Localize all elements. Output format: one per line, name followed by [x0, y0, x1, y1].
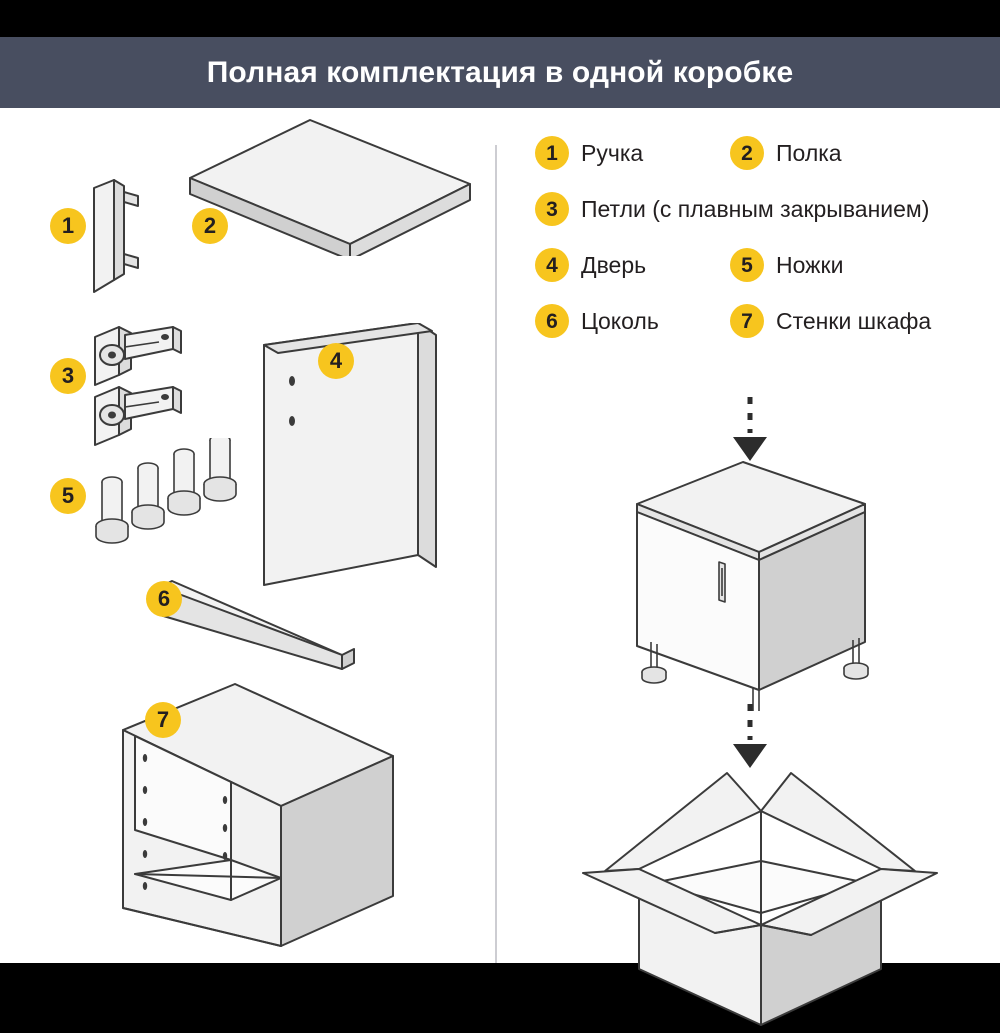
legend-label-2: Полка [776, 139, 842, 166]
legend-item-3: 3 Петли (с плавным закрыванием) [535, 192, 929, 226]
part-hinges-illustration [94, 326, 182, 446]
legend-item-1: 1 Ручка [535, 136, 643, 170]
assembled-cabinet-illustration [636, 461, 869, 711]
legend-badge-6: 6 [535, 304, 569, 338]
legend-list: 1 Ручка 2 Полка 3 Петли (с плавным закры… [495, 108, 1000, 368]
assembly-column: 1 Ручка 2 Полка 3 Петли (с плавным закры… [495, 108, 1000, 1026]
legend-item-7: 7 Стенки шкафа [730, 304, 931, 338]
legend-label-3: Петли (с плавным закрыванием) [581, 195, 930, 222]
legend-label-4: Дверь [581, 251, 647, 278]
part-door-illustration [263, 323, 437, 586]
parts-illustration-column: 1 2 [0, 108, 495, 963]
legend-badge-3: 3 [535, 192, 569, 226]
flow-arrow-down-icon-2 [733, 704, 767, 768]
legend-label-7: Стенки шкафа [776, 307, 932, 334]
part-marker-2: 2 [192, 208, 228, 244]
column-divider [495, 145, 497, 963]
cardboard-box-illustration [582, 772, 938, 1026]
part-plinth-illustration [159, 580, 355, 670]
part-handle-illustration [93, 179, 139, 293]
letterbox-top-bar [0, 0, 1000, 37]
legend-label-5: Ножки [776, 251, 844, 278]
part-marker-5: 5 [50, 478, 86, 514]
legend-badge-2: 2 [730, 136, 764, 170]
legend-item-2: 2 Полка [730, 136, 842, 170]
part-marker-3: 3 [50, 358, 86, 394]
legend-badge-1: 1 [535, 136, 569, 170]
part-marker-7: 7 [145, 702, 181, 738]
part-marker-6: 6 [146, 581, 182, 617]
legend-label-1: Ручка [581, 139, 644, 166]
part-shelf-illustration [189, 119, 471, 256]
legend-item-4: 4 Дверь [535, 248, 646, 282]
legend-badge-7: 7 [730, 304, 764, 338]
legend-label-6: Цоколь [581, 307, 659, 334]
page-title: Полная комплектация в одной коробке [206, 55, 794, 89]
legend-badge-5: 5 [730, 248, 764, 282]
legend-badge-4: 4 [535, 248, 569, 282]
part-marker-4: 4 [318, 343, 354, 379]
part-cabinet-walls-illustration [122, 683, 394, 947]
infographic-canvas: Полная комплектация в одной коробке 1 2 [0, 37, 1000, 1026]
flow-arrow-down-icon-1 [733, 397, 767, 461]
legend-item-6: 6 Цоколь [535, 304, 659, 338]
part-marker-1: 1 [50, 208, 86, 244]
part-legs-illustration [95, 438, 237, 544]
legend-item-5: 5 Ножки [730, 248, 843, 282]
header-bar: Полная комплектация в одной коробке [0, 37, 1000, 108]
